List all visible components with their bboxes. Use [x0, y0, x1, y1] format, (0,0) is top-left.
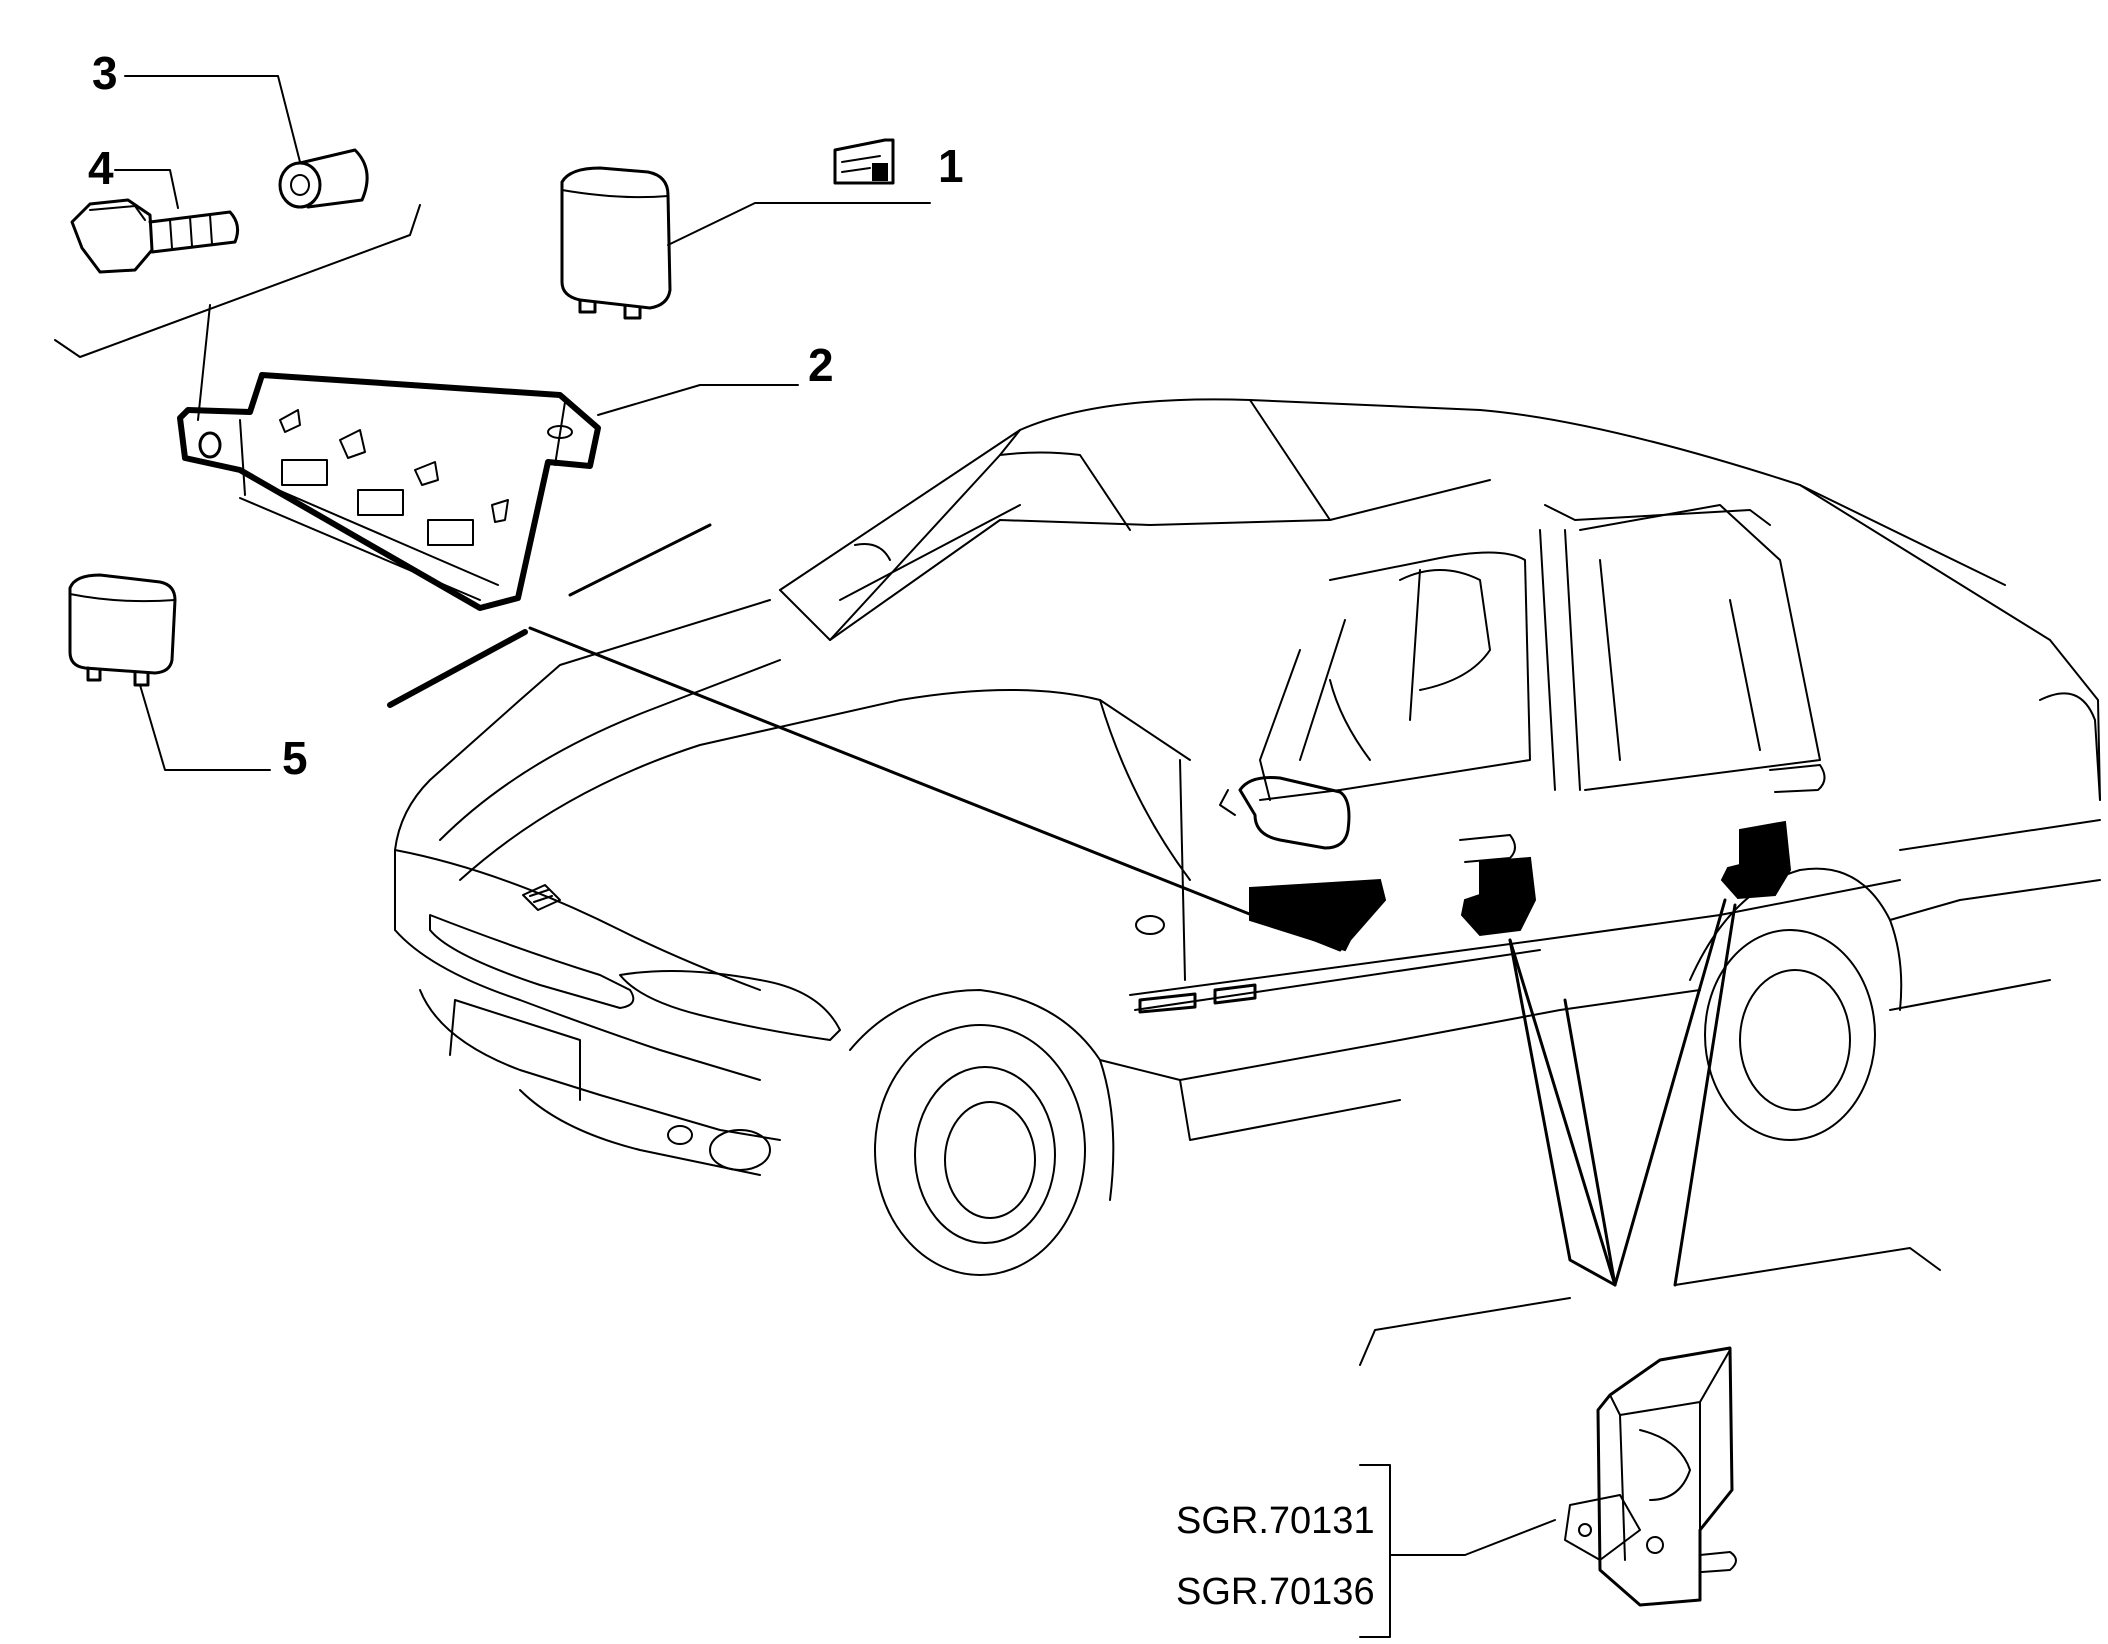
part-5-relay: [68, 573, 177, 687]
leader-4: [114, 169, 179, 209]
part-3-sleeve: [278, 148, 369, 209]
door-lock-icon: [833, 138, 895, 185]
bracket-guide-2: [568, 523, 712, 597]
callout-2: 2: [808, 339, 834, 391]
reference-bracket: [1359, 1464, 1556, 1638]
leader-1: [667, 202, 931, 246]
part-4-bolt: [70, 198, 240, 274]
car-illustration: [394, 398, 2101, 1276]
lock-callout-lines: [1359, 898, 1941, 1366]
leader-2: [597, 384, 799, 416]
callout-5: 5: [282, 732, 308, 784]
mounting-axis: [197, 304, 211, 421]
leader-5: [139, 684, 271, 771]
callout-1: 1: [938, 140, 964, 192]
part-2-bracket: [177, 372, 601, 611]
part-1-relay: [560, 166, 672, 320]
leader-3: [124, 75, 301, 163]
mounting-guide: [54, 204, 421, 358]
ref-sgr-70131: SGR.70131: [1176, 1500, 1375, 1542]
leader-to-car: [528, 626, 1342, 952]
bracket-guide: [387, 629, 528, 708]
callout-4: 4: [88, 142, 114, 194]
door-lock-actuator: [1564, 1346, 1737, 1607]
ref-sgr-70136: SGR.70136: [1176, 1571, 1375, 1613]
callout-3: 3: [92, 47, 118, 99]
